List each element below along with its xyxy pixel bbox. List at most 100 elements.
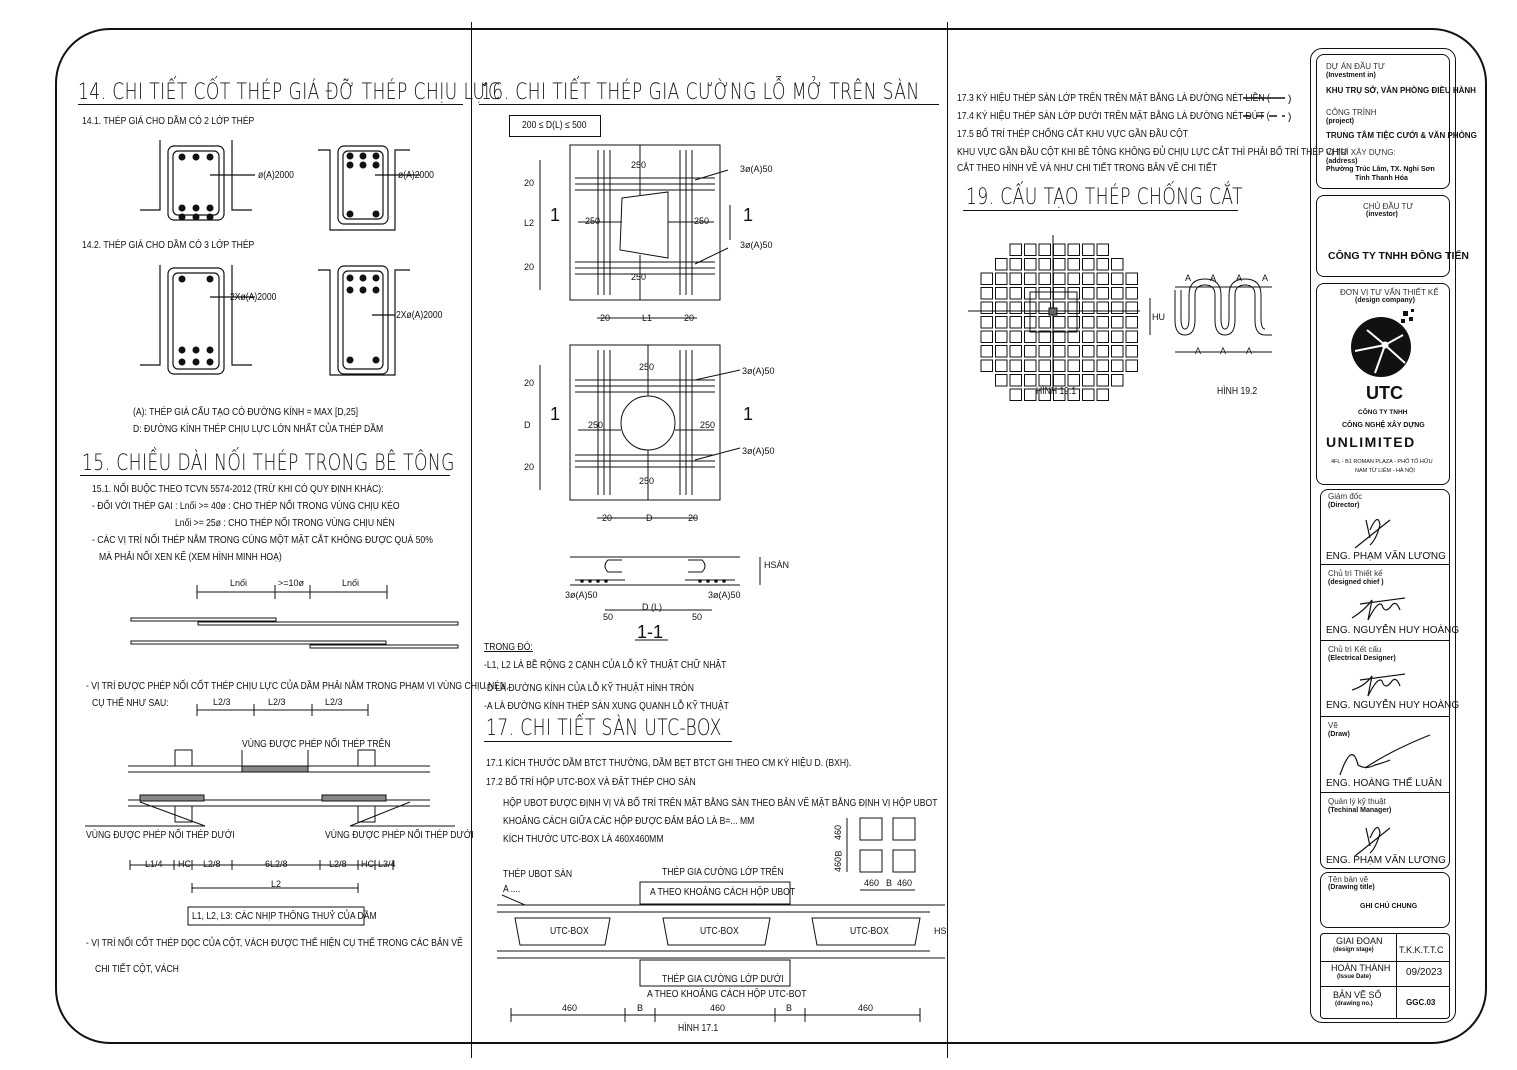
shear-stud-cell <box>1125 316 1138 329</box>
tb-meta-box <box>1320 933 1450 1019</box>
s16-section-label: 1-1 <box>637 622 664 642</box>
s15-dim-l28-2: L2/8 <box>329 859 347 869</box>
tb-stage-value: T.K.K.T.T.C <box>1399 945 1444 955</box>
tb-inv-value: KHU TRỤ SỞ, VĂN PHÒNG ĐIỀU HÀNH <box>1326 86 1476 95</box>
s15-l23-2: L2/3 <box>268 697 286 707</box>
s16-bar-6: 3ø(A)50 <box>708 590 741 600</box>
s15-top-zone: VÙNG ĐƯỢC PHÉP NỐI THÉP TRÊN <box>242 738 391 750</box>
shear-stud-cell <box>1009 243 1022 256</box>
s14-label-2b: 2Xø(A)2000 <box>396 309 443 321</box>
shear-stud-cell <box>1067 272 1080 285</box>
svg-text:): ) <box>1288 112 1291 123</box>
s19-a-5: A <box>1195 346 1202 356</box>
s19-fig2: HÌNH 19.2 <box>1217 385 1258 397</box>
s17-dim-460-h1: 460 <box>864 878 880 888</box>
tb-dt-value: GHI CHÚ CHUNG <box>1360 903 1418 910</box>
s16-dim-L2: L2 <box>524 218 535 228</box>
shear-stud-cell <box>1111 301 1124 314</box>
section-16-underline <box>479 104 939 105</box>
shear-stud-cell <box>1009 287 1022 300</box>
s16-dim-250-c: 250 <box>631 160 647 170</box>
tb-loc-key: VỊ TRÍ XÂY DỰNG: <box>1326 148 1396 157</box>
shear-stud-cell <box>995 374 1008 387</box>
shear-stud-cell <box>1009 388 1022 401</box>
utc-logo-graphic <box>1351 309 1414 377</box>
shear-stud-cell <box>995 359 1008 372</box>
s16-dim-250-h: 250 <box>639 476 655 486</box>
shear-stud-cell <box>1096 258 1109 271</box>
tb-r5-key: Quản lý kỹ thuật <box>1328 797 1386 806</box>
shear-stud-cell <box>1082 345 1095 358</box>
s14-label-1b: ø(A)2000 <box>398 169 434 181</box>
tb-dt-key: Tên bản vẽ <box>1328 875 1369 884</box>
tb-addr-2: NAM TỪ LIÊM - HÀ NỘI <box>1355 468 1415 474</box>
s16-note-3: -A LÀ ĐƯỜNG KÍNH THÉP SÀN XUNG QUANH LỖ … <box>484 700 729 712</box>
shear-stud-cell <box>1009 374 1022 387</box>
s19-fig1: HÌNH 19.1 <box>1036 385 1077 397</box>
shear-stud-cell <box>1009 301 1022 314</box>
shear-stud-cell <box>995 258 1008 271</box>
tb-r5-value: ENG. PHẠM VĂN LƯƠNG <box>1326 855 1446 866</box>
s16-dim-20-a: 20 <box>524 178 535 188</box>
s16-dim-20-d: 20 <box>684 313 695 323</box>
tb-owner-box <box>1316 195 1450 277</box>
s15-line5: MÀ PHẢI NỐI XEN KẼ (XEM HÌNH MINH HOẠ) <box>99 551 282 563</box>
shear-stud-cell <box>1009 330 1022 343</box>
s15-bot-zone-left: VÙNG ĐƯỢC PHÉP NỐI THÉP DƯỚI <box>86 829 235 841</box>
s17-gB-2: B <box>786 1003 793 1013</box>
s15-line9: CHI TIẾT CỘT, VÁCH <box>95 963 179 975</box>
s16-cut-1a: 1 <box>550 205 561 225</box>
svg-text:): ) <box>1288 94 1291 105</box>
s16-dim-20-b: 20 <box>524 262 535 272</box>
shear-stud-cell <box>1096 301 1109 314</box>
s17-topbar: THÉP GIA CƯỜNG LỚP TRÊN <box>662 866 784 878</box>
s17-topbar2: A THEO KHOẢNG CÁCH HỘP UBOT <box>650 886 796 898</box>
tb-r1-en: (Director) <box>1328 502 1360 509</box>
tb-r3-value: ENG. NGUYỄN HUY HOÀNG <box>1326 700 1460 711</box>
s16-note-2: -D LÀ ĐƯỜNG KÍNH CỦA LỖ KỸ THUẬT HÌNH TR… <box>484 682 694 694</box>
tb-meta-hdiv-1 <box>1320 961 1450 962</box>
shear-stud-cell <box>1038 345 1051 358</box>
tb-r2-key: Chủ trì Thiết kế <box>1328 569 1383 578</box>
s19-a-3: A <box>1236 273 1243 283</box>
section-17-title: 17. CHI TIẾT SÀN UTC-BOX <box>486 716 722 741</box>
tb-company-2: CÔNG NGHỆ XÂY DỰNG <box>1342 422 1425 429</box>
shear-stud-cell <box>1067 287 1080 300</box>
shear-stud-cell <box>1082 287 1095 300</box>
tb-loc-v2: Tỉnh Thanh Hóa <box>1355 175 1408 182</box>
tb-r4-value: ENG. HOÀNG THẾ LUÂN <box>1326 778 1442 789</box>
shear-stud-cell <box>1096 388 1109 401</box>
shear-stud-cell <box>1096 287 1109 300</box>
s17-t1: 17.1 KÍCH THƯỚC DẦM BTCT THƯỜNG, DẦM BẸT… <box>486 757 852 769</box>
shear-stud-cell <box>1067 243 1080 256</box>
s16-dim-D-h: D <box>646 513 653 523</box>
tb-dt-en: (Drawing title) <box>1328 884 1375 891</box>
s15-dim-l14: L1/4 <box>145 859 163 869</box>
shear-stud-cell <box>1125 345 1138 358</box>
shear-stud-cell <box>1111 316 1124 329</box>
s16-bar-3: 3ø(A)50 <box>742 366 775 376</box>
s15-dim-lap-1: Lnối <box>230 578 248 588</box>
shear-stud-cell <box>1096 359 1109 372</box>
shear-stud-cell <box>995 316 1008 329</box>
shear-stud-cell <box>1096 243 1109 256</box>
s17-g460-2: 460 <box>710 1003 726 1013</box>
tb-r4-key: Vẽ <box>1328 721 1338 730</box>
s15-dim-hc-2: HC <box>361 859 374 869</box>
s19-a-4: A <box>1262 273 1269 283</box>
tb-own-en: (investor) <box>1366 211 1398 218</box>
s17-t6: 17.3 KÝ HIỆU THÉP SÀN LỚP TRÊN TRÊN MẶT … <box>957 92 1270 104</box>
tb-stage-en: (design stage) <box>1333 947 1374 953</box>
section-17-underline <box>484 741 732 742</box>
s17-box-1: UTC-BOX <box>550 925 589 937</box>
tb-prj-key: CÔNG TRÌNH <box>1326 108 1377 117</box>
s16-dim-20-g: 20 <box>602 513 613 523</box>
s17-botbar2: A THEO KHOẢNG CÁCH HỘP UTC-BOT <box>647 988 807 1000</box>
tb-date-en: (Issue Date) <box>1337 974 1372 980</box>
s17-dim-460-h2: 460 <box>897 878 913 888</box>
column-divider-1 <box>471 22 472 1058</box>
s17-t9: KHU VỰC GẦN ĐẦU CỘT KHI BÊ TÔNG KHÔNG ĐỦ… <box>957 146 1348 158</box>
tb-inv-en: (Investment in) <box>1326 72 1376 79</box>
shear-stud-cell <box>1053 388 1066 401</box>
